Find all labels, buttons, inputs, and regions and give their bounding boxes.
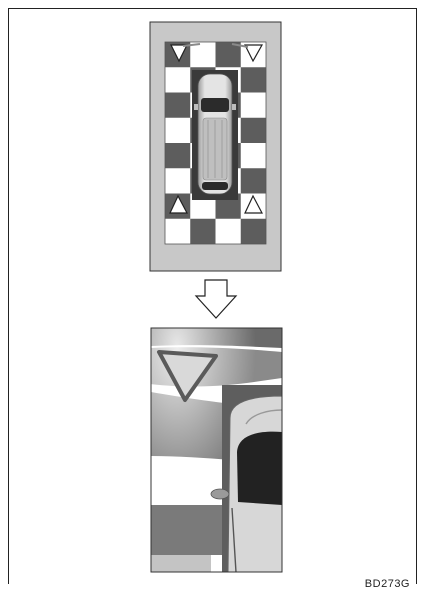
checker-square xyxy=(241,143,267,169)
checker-square xyxy=(216,219,242,245)
checker-square xyxy=(241,67,267,93)
checker-square xyxy=(190,42,216,68)
checker-square xyxy=(190,219,216,245)
checker-square xyxy=(241,118,267,144)
checker-square xyxy=(165,168,191,194)
checker-square xyxy=(165,93,191,119)
checker-square xyxy=(241,219,267,245)
down-arrow-icon xyxy=(196,280,236,318)
vehicle-icon xyxy=(192,70,238,200)
top-view-diagram xyxy=(150,22,281,271)
checker-square xyxy=(165,143,191,169)
checker-square xyxy=(165,219,191,245)
checker-square xyxy=(241,168,267,194)
checker-square xyxy=(165,118,191,144)
checker-square xyxy=(241,93,267,119)
camera-view-diagram xyxy=(150,328,284,575)
checker-square xyxy=(165,67,191,93)
